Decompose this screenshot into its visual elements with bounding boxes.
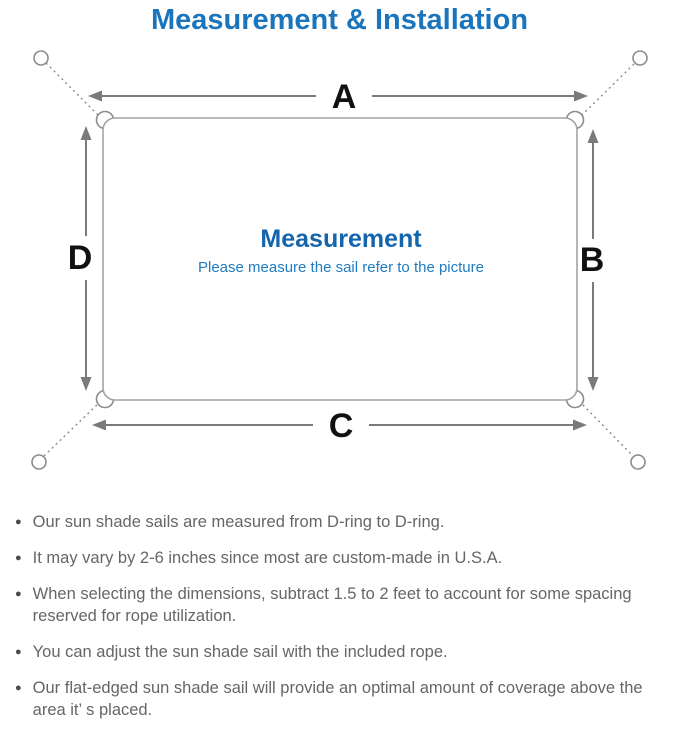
bullet-icon: ● xyxy=(15,552,22,564)
measure-arrow-c xyxy=(92,419,587,431)
list-item: ● Our sun shade sails are measured from … xyxy=(15,511,660,533)
rope-line-top-left xyxy=(45,62,102,119)
dim-label-a: A xyxy=(332,78,357,116)
arrow-right-icon xyxy=(574,90,588,102)
note-text: You can adjust the sun shade sail with t… xyxy=(32,643,448,661)
sail-measurement-diagram: A B C D Measurement Please measure the s… xyxy=(0,39,679,497)
dim-label-c: C xyxy=(329,407,354,445)
dim-label-b: B xyxy=(580,241,605,279)
bullet-icon: ● xyxy=(15,646,22,658)
arrow-right-icon xyxy=(573,419,587,431)
anchor-ring-bottom-left-icon xyxy=(31,454,47,470)
page-title: Measurement & Installation xyxy=(150,4,529,36)
anchor-ring-top-right-icon xyxy=(632,50,648,66)
list-item: ● Our flat-edged sun shade sail will pro… xyxy=(15,677,660,721)
measure-arrow-b xyxy=(587,129,599,391)
diagram-center-subheading: Please measure the sail refer to the pic… xyxy=(198,259,484,276)
rope-line-top-right xyxy=(578,63,635,119)
note-text: When selecting the dimensions, subtract … xyxy=(32,585,632,625)
anchor-ring-bottom-right-icon xyxy=(630,454,646,470)
bullet-icon: ● xyxy=(15,516,22,528)
bullet-icon: ● xyxy=(15,682,22,694)
measure-arrow-d xyxy=(80,126,92,391)
sail-outline xyxy=(102,117,578,401)
arrow-down-icon xyxy=(80,377,92,391)
list-item: ● It may vary by 2-6 inches since most a… xyxy=(15,547,660,569)
note-text: It may vary by 2-6 inches since most are… xyxy=(32,549,503,567)
rope-line-bottom-left xyxy=(43,400,102,457)
arrow-left-icon xyxy=(88,90,102,102)
list-item: ● You can adjust the sun shade sail with… xyxy=(15,641,660,663)
note-text: Our flat-edged sun shade sail will provi… xyxy=(32,679,643,719)
arrow-up-icon xyxy=(80,126,92,140)
bullet-icon: ● xyxy=(15,588,22,600)
measure-arrow-a xyxy=(88,90,588,102)
list-item: ● When selecting the dimensions, subtrac… xyxy=(15,583,660,627)
note-text: Our sun shade sails are measured from D-… xyxy=(32,513,445,531)
arrow-left-icon xyxy=(92,419,106,431)
anchor-ring-top-left-icon xyxy=(33,50,49,66)
arrow-down-icon xyxy=(587,377,599,391)
rope-line-bottom-right xyxy=(578,400,634,457)
dim-label-d: D xyxy=(68,239,93,277)
arrow-up-icon xyxy=(587,129,599,143)
diagram-center-heading: Measurement xyxy=(260,225,422,253)
measurement-notes-list: ● Our sun shade sails are measured from … xyxy=(0,511,679,721)
